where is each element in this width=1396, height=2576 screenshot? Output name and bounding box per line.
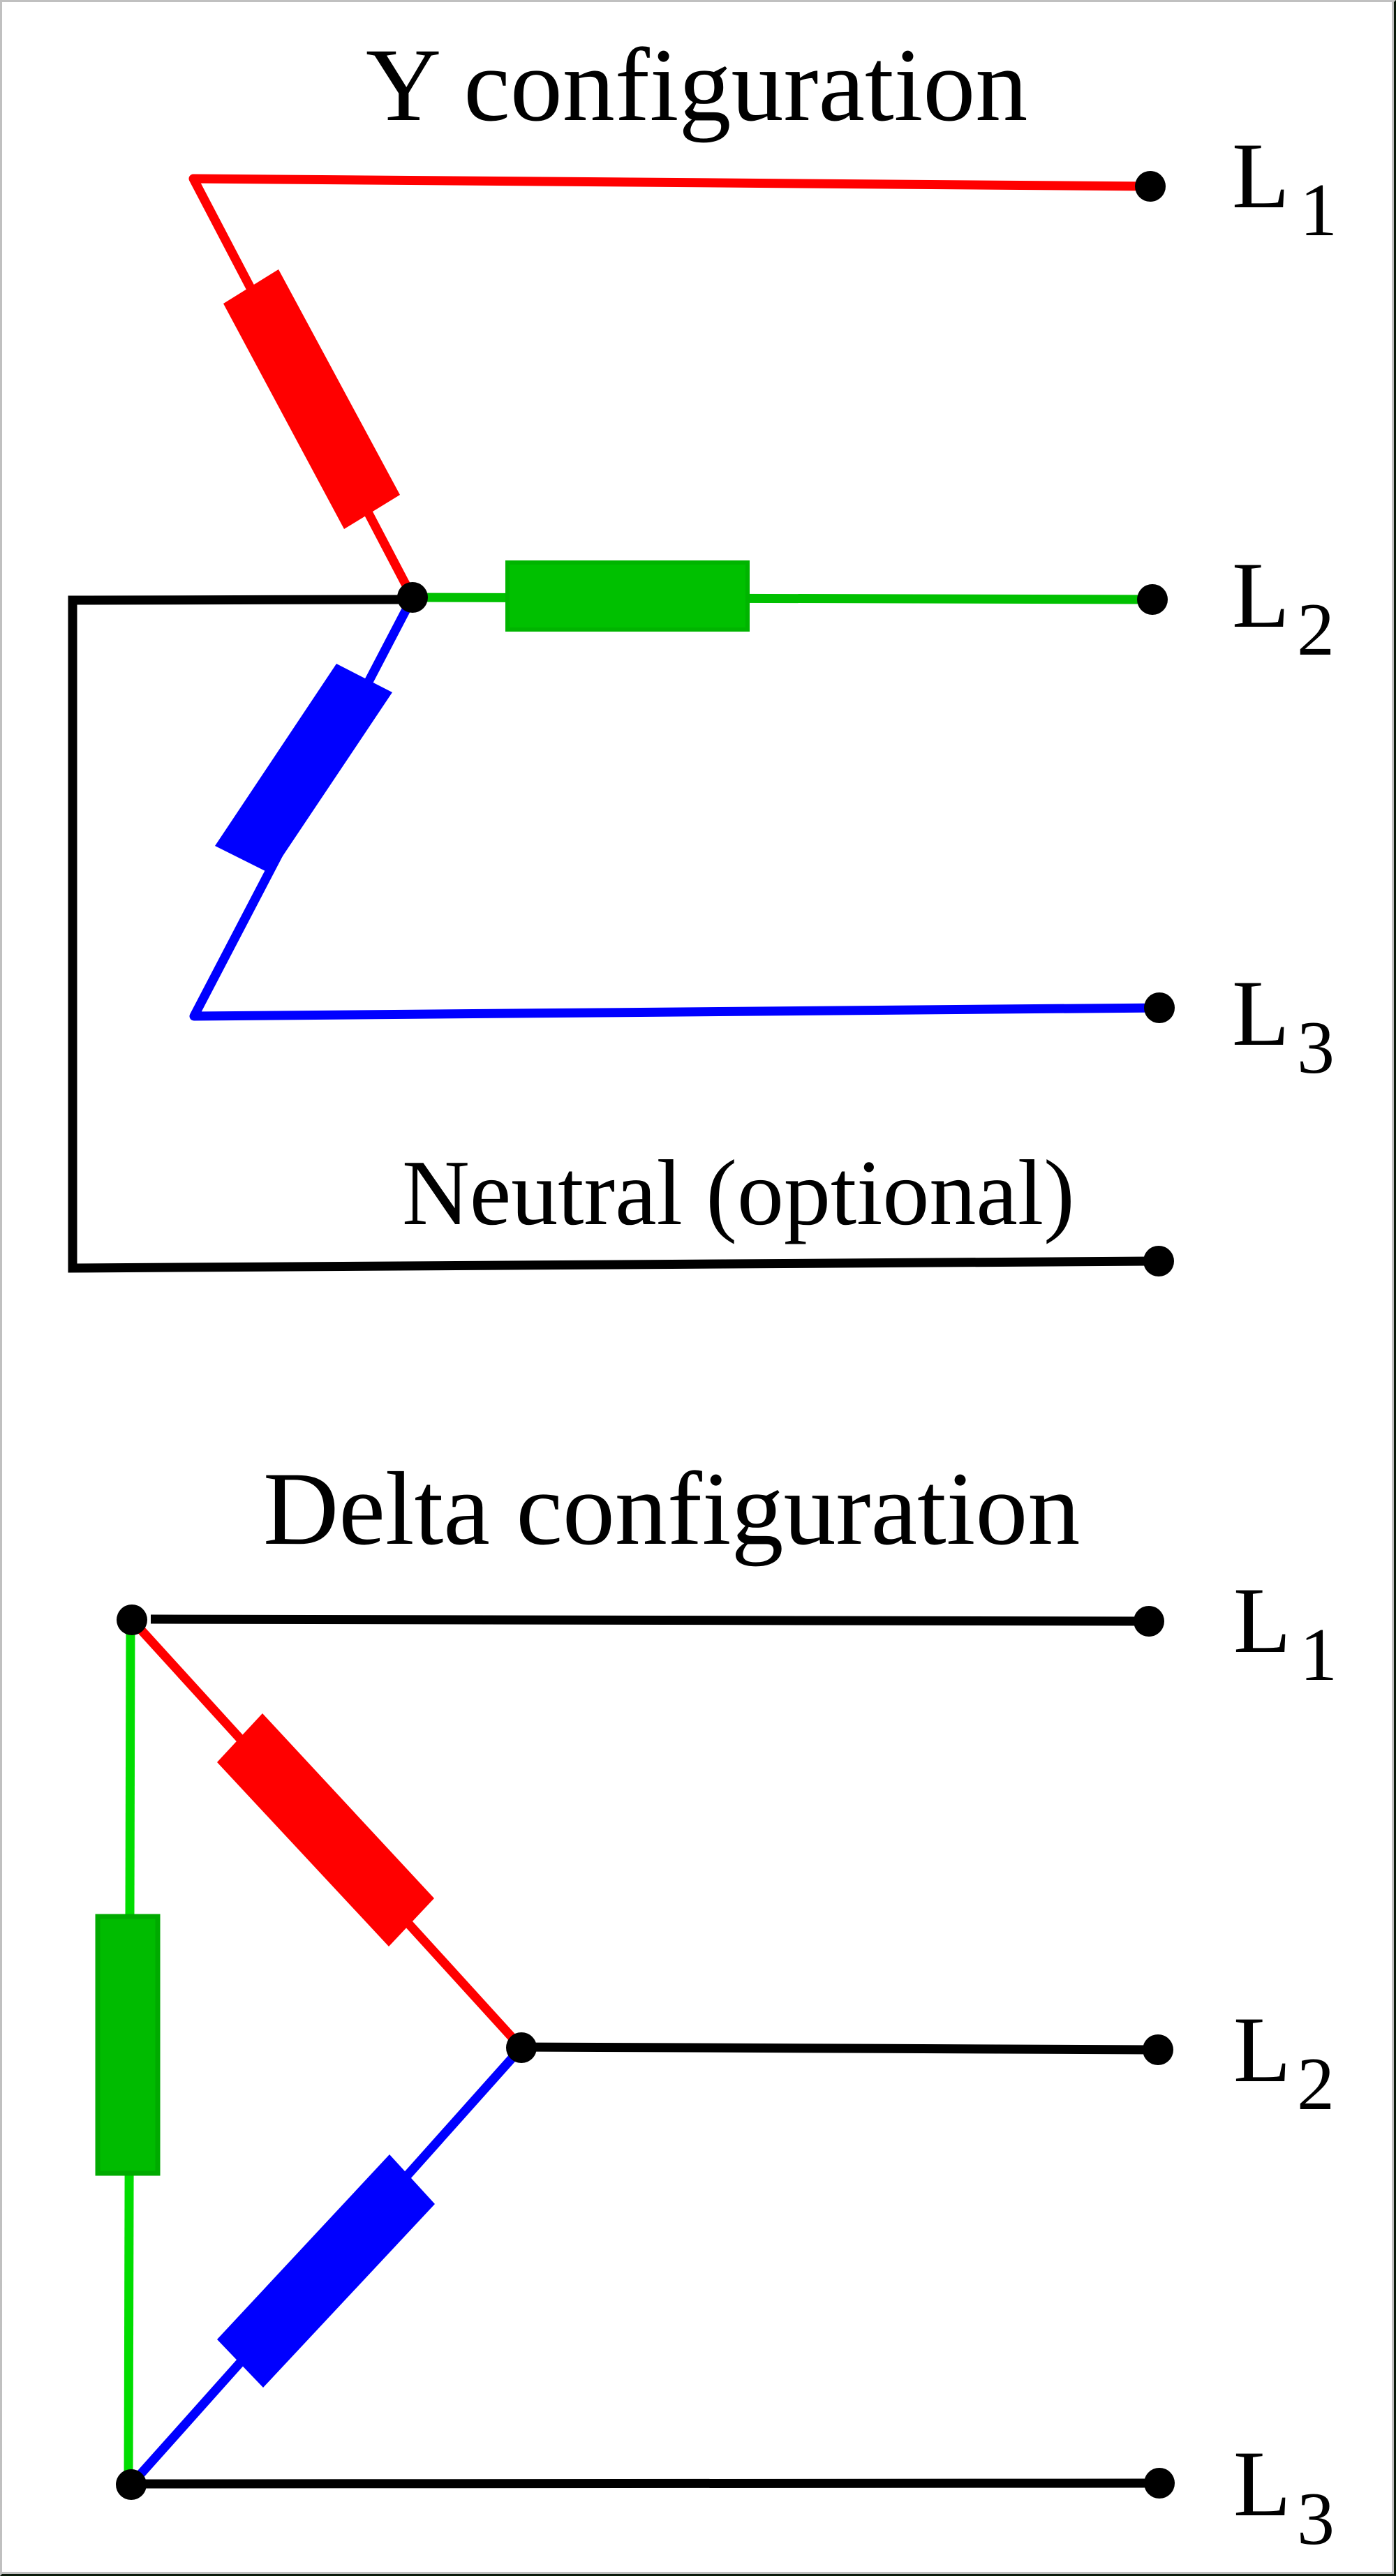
delta-label-l2-subscript: 2	[1297, 2043, 1335, 2126]
delta-configuration: Delta configuration L 1	[95, 1451, 1337, 2561]
y-terminal-l3	[1144, 992, 1175, 1023]
y-phase3-impedance	[215, 664, 392, 874]
delta-phase1-branch	[128, 1616, 525, 2051]
y-config-title: Y configuration	[366, 27, 1027, 143]
y-label-l3-letter: L	[1232, 962, 1289, 1066]
y-label-l3-subscript: 3	[1297, 1006, 1335, 1089]
delta-label-l1: L 1	[1233, 1569, 1337, 1697]
delta-terminal-l3	[1144, 2468, 1175, 2499]
delta-node-top	[117, 1605, 147, 1635]
y-label-l2-letter: L	[1232, 544, 1289, 648]
neutral-label: Neutral (optional)	[402, 1141, 1075, 1244]
y-phase1-impedance	[223, 269, 400, 529]
y-label-l1: L 1	[1232, 124, 1337, 252]
delta-label-l3-letter: L	[1233, 2432, 1291, 2536]
delta-node-right	[506, 2032, 537, 2063]
y-label-l2: L 2	[1232, 544, 1335, 671]
delta-label-l3: L 3	[1233, 2432, 1335, 2561]
delta-label-l1-subscript: 1	[1300, 1614, 1337, 1697]
y-terminal-l1	[1135, 171, 1166, 202]
delta-line-l1-wire	[150, 1614, 1150, 1626]
delta-line-l3-wire	[131, 2478, 1160, 2489]
y-phase2-branch	[412, 560, 1153, 632]
delta-node-bottom	[116, 2469, 147, 2500]
delta-terminal-l2	[1143, 2034, 1173, 2065]
y-phase3-branch	[189, 593, 1164, 1021]
delta-config-title: Delta configuration	[263, 1451, 1080, 1567]
y-label-l3: L 3	[1232, 962, 1335, 1089]
delta-phase3-branch	[128, 2044, 525, 2488]
y-neutral-wire	[68, 595, 1159, 1273]
delta-terminal-l1	[1134, 1606, 1164, 1637]
y-configuration: Y configuration Neutral (optional) L 1	[68, 27, 1337, 1276]
delta-phase3-impedance	[217, 2154, 435, 2388]
delta-label-l2-letter: L	[1233, 1998, 1291, 2102]
y-label-l1-subscript: 1	[1300, 169, 1337, 252]
delta-line-l2-wire	[521, 2042, 1159, 2055]
y-terminal-l2	[1137, 584, 1168, 615]
y-label-l2-subscript: 2	[1297, 588, 1335, 671]
delta-phase1-impedance	[217, 1713, 434, 1946]
y-terminal-neutral	[1143, 1246, 1174, 1276]
y-star-node	[397, 582, 428, 613]
delta-phase2-impedance	[95, 1914, 161, 2176]
y-phase2-impedance	[505, 560, 750, 632]
y-phase1-branch	[188, 174, 1155, 602]
delta-phase2-branch	[95, 1619, 161, 2485]
y-phase3-wire	[189, 593, 1164, 1021]
delta-label-l1-letter: L	[1233, 1569, 1291, 1673]
delta-label-l3-subscript: 3	[1297, 2478, 1335, 2561]
delta-label-l2: L 2	[1233, 1998, 1335, 2126]
y-label-l1-letter: L	[1232, 124, 1289, 228]
